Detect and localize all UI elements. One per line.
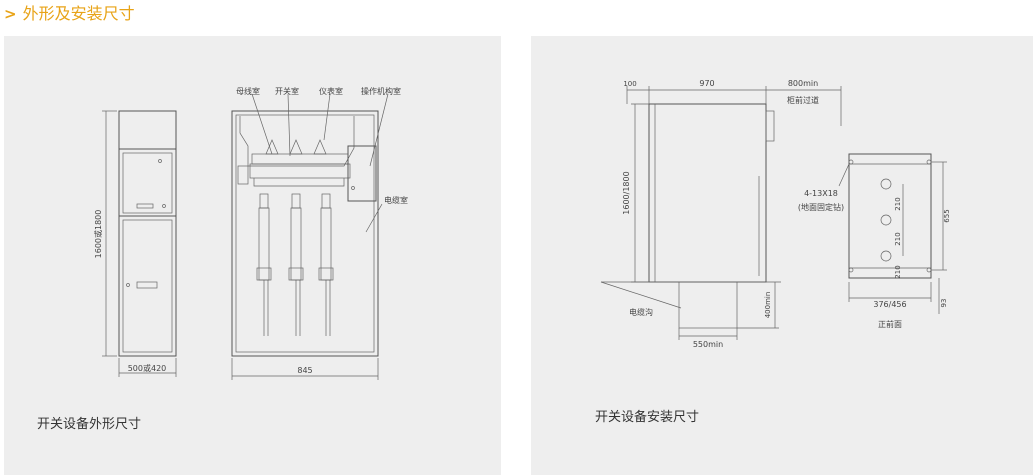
- mechanism-room-label: 操作机构室: [361, 86, 401, 96]
- dim-550min-label: 550min: [693, 340, 723, 349]
- front-width-dim-label: 500或420: [128, 363, 167, 373]
- dim-210-label: 210: [894, 197, 902, 210]
- front-passage-label: 柜前过道: [787, 95, 819, 105]
- depth-dim-label: 845: [297, 366, 312, 375]
- dim-100-label: 100: [623, 80, 636, 88]
- outline-drawing: 1600或1800 500或420: [93, 86, 408, 380]
- cable-trench-label: 电缆沟: [629, 307, 653, 317]
- plan-view: [838, 153, 947, 314]
- side-view-cabinet: [231, 93, 389, 380]
- switch-room-label: 开关室: [275, 86, 299, 96]
- front-height-dim-label: 1600或1800: [93, 210, 103, 259]
- instrument-room-label: 仪表室: [319, 86, 343, 96]
- installation-dimensions-panel: 100 970 800min 柜前过道 1600/1800 电缆沟 400min…: [531, 36, 1033, 475]
- section-title-text: 外形及安装尺寸: [22, 4, 135, 23]
- front-view-label: 正前面: [878, 319, 902, 329]
- installation-drawing: 100 970 800min 柜前过道 1600/1800 电缆沟 400min…: [600, 79, 951, 349]
- front-view-cabinet: [102, 110, 177, 377]
- dim-800min-label: 800min: [788, 79, 818, 88]
- dim-210-label: 210: [894, 232, 902, 245]
- busbar-room-label: 母线室: [236, 86, 260, 96]
- dim-655-label: 655: [943, 209, 951, 222]
- outline-caption: 开关设备外形尺寸: [37, 417, 142, 432]
- dim-210-label: 210: [894, 265, 902, 278]
- side-elevation: [600, 86, 842, 340]
- section-title: > 外形及安装尺寸: [4, 2, 135, 26]
- dim-93-label: 93: [940, 299, 948, 308]
- chevron-right-icon: >: [4, 5, 17, 23]
- cable-room-label: 电缆室: [384, 195, 408, 205]
- side-height-dim-label: 1600/1800: [622, 171, 631, 214]
- outline-dimensions-panel: 1600或1800 500或420: [4, 36, 501, 475]
- installation-caption: 开关设备安装尺寸: [595, 410, 700, 425]
- ground-fix-label: (地面固定钻): [798, 202, 844, 212]
- holes-label: 4-13X18: [804, 189, 838, 198]
- dim-970-label: 970: [699, 79, 714, 88]
- dim-376-456-label: 376/456: [873, 300, 906, 309]
- dim-400min-label: 400min: [764, 292, 772, 319]
